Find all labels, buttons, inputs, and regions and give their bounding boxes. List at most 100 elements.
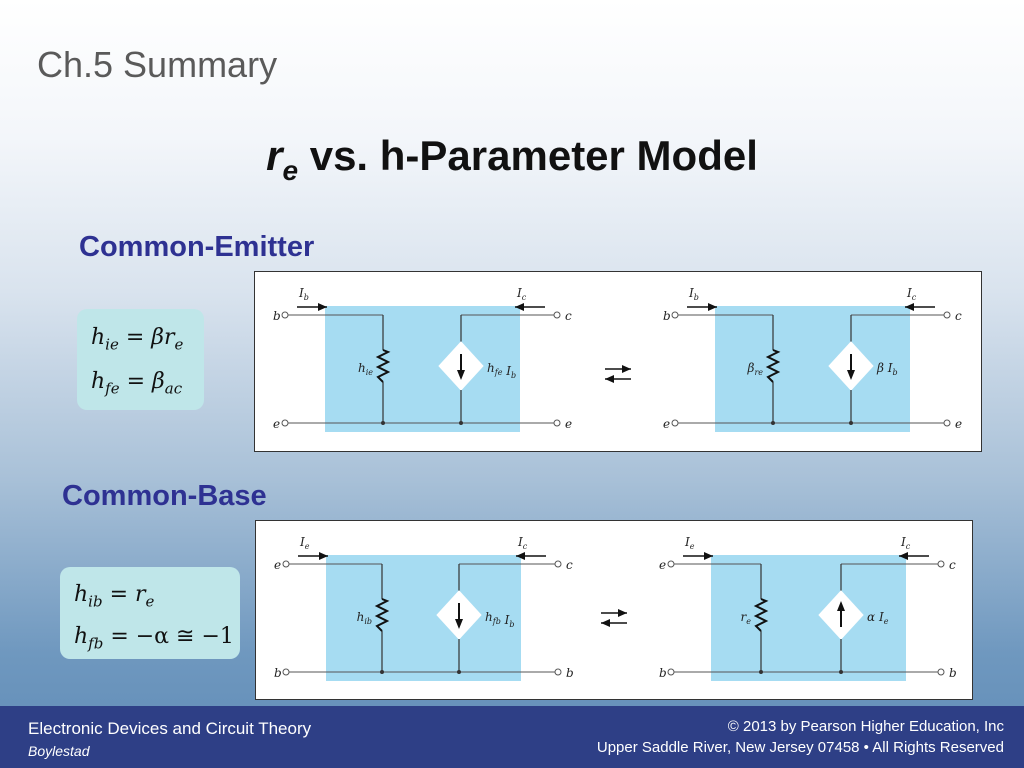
ce-right-shaded-region [715,306,910,432]
footer-author: Boylestad [28,743,90,759]
cb-left-terminal-2 [282,668,290,676]
ce-left-node-bottom-right-label: e [565,417,572,431]
title-subscript: e [282,155,299,186]
ce-equiv-arrow-left-head [605,375,614,383]
title-symbol: r [266,132,283,179]
ce-right-out-current-arrow-head [905,303,914,311]
ce-left-shaded-region [325,306,520,432]
cb-right-node-in-label: e [659,558,666,572]
ce-left-source-arrow-head [457,370,465,380]
ce-right-terminal-3 [943,419,951,427]
ce-right-node-out-label: c [955,309,962,323]
ce-left-terminal-2 [281,419,289,427]
cb-left-shaded-region [326,555,521,681]
ce-right-terminal-1 [943,311,951,319]
ce-right-resistor-label: βre [747,361,764,377]
ce-left-resistor-node [381,421,385,425]
cb-right-resistor-label: re [741,610,752,626]
cb-right-terminal-3 [937,668,945,676]
ce-right-node-in-label: b [663,309,671,323]
ce-right-node-bottom-left-label: e [663,417,670,431]
ce-left-source-node [459,421,463,425]
cb-left-resistor-node [380,670,384,674]
title-text: vs. h-Parameter Model [298,132,758,179]
cb-right-node-bottom-right-label: b [949,666,957,680]
formula-hib: hib = re [74,582,155,611]
formula-hfb: hfb = −α ≅ −1 [74,624,234,653]
ce-left-resistor-label: hie [358,361,373,377]
cb-left-terminal-0 [282,560,290,568]
ce-right-source-node [849,421,853,425]
cb-right-out-current-arrow-head [899,552,908,560]
footer-copyright: © 2013 by Pearson Higher Education, Inc [727,718,1004,735]
ce-left-in-current-arrow-head [318,303,327,311]
ce-left-resistor [375,349,391,383]
ce-right-resistor-node [771,421,775,425]
ce-equiv-arrow-right-head [622,365,631,373]
cb-right-shaded-region [711,555,906,681]
cb-left-out-current-text: Ic [517,535,528,551]
cb-left-source-label: hfb Ib [485,610,515,629]
cb-right-resistor [753,598,769,632]
cb-right-terminal-2 [667,668,675,676]
common-base-heading: Common-Base [62,480,267,512]
ce-left-source-label: hfe Ib [487,361,516,380]
common-base-circuit-panel: e c b b Ie Ic hib hfb Ib e c b b Ie Ic re α Ie [255,520,973,700]
footer-address: Upper Saddle River, New Jersey 07458 • A… [596,739,1004,756]
cb-left-in-current-text: Ie [299,535,310,551]
ce-right-terminal-0 [671,311,679,319]
cb-right-node-bottom-left-label: b [659,666,667,680]
common-emitter-heading: Common-Emitter [79,231,315,263]
ce-left-node-out-label: c [565,309,572,323]
cb-left-resistor-label: hib [357,610,372,626]
footer-bar: Electronic Devices and Circuit Theory Bo… [0,706,1024,768]
ce-right-resistor [765,349,781,383]
cb-left-terminal-1 [554,560,562,568]
ce-right-out-current-text: Ic [906,286,917,302]
ce-right-source-label: β Ib [876,361,898,377]
cb-left-node-bottom-left-label: b [274,666,282,680]
ce-left-node-in-label: b [273,309,281,323]
formula-hfe: hfe = βac [91,369,183,398]
cb-left-node-in-label: e [274,558,281,572]
cb-equiv-arrow-left-head [601,619,610,627]
ce-left-terminal-1 [553,311,561,319]
cb-left-terminal-3 [554,668,562,676]
slide-title: re vs. h-Parameter Model [0,132,1024,187]
common-base-formulas: hib = re hfb = −α ≅ −1 [60,567,240,659]
cb-left-node-out-label: c [566,558,573,572]
formula-hie: hie = βre [91,325,184,354]
ce-right-in-current-arrow-head [708,303,717,311]
cb-left-source-arrow-head [455,619,463,629]
slide-kicker: Ch.5 Summary [37,44,278,85]
cb-left-node-bottom-right-label: b [566,666,574,680]
cb-left-out-current-arrow-head [516,552,525,560]
cb-right-in-current-arrow-head [704,552,713,560]
cb-left-source-node [457,670,461,674]
cb-right-resistor-node [759,670,763,674]
footer-course: Electronic Devices and Circuit Theory [28,719,312,738]
ce-left-terminal-3 [553,419,561,427]
ce-left-terminal-0 [281,311,289,319]
ce-right-node-bottom-right-label: e [955,417,962,431]
cb-right-terminal-0 [667,560,675,568]
ce-right-in-current-text: Ib [688,286,699,302]
ce-left-out-current-text: Ic [516,286,527,302]
common-base-circuit-diagram: e c b b Ie Ic hib hfb Ib e c b b Ie Ic re α Ie [274,535,957,681]
cb-left-resistor [374,598,390,632]
cb-right-source-arrow-head [837,601,845,611]
cb-right-node-out-label: c [949,558,956,572]
cb-left-in-current-arrow-head [319,552,328,560]
ce-left-in-current-text: Ib [298,286,309,302]
cb-equiv-arrow-right-head [618,609,627,617]
cb-right-out-current-text: Ic [900,535,911,551]
cb-right-source-label: α Ie [867,610,889,626]
ce-right-source-arrow-head [847,370,855,380]
cb-right-in-current-text: Ie [684,535,695,551]
ce-right-terminal-2 [671,419,679,427]
ce-left-out-current-arrow-head [515,303,524,311]
cb-right-terminal-1 [937,560,945,568]
common-emitter-formulas: hie = βre hfe = βac [77,309,204,410]
